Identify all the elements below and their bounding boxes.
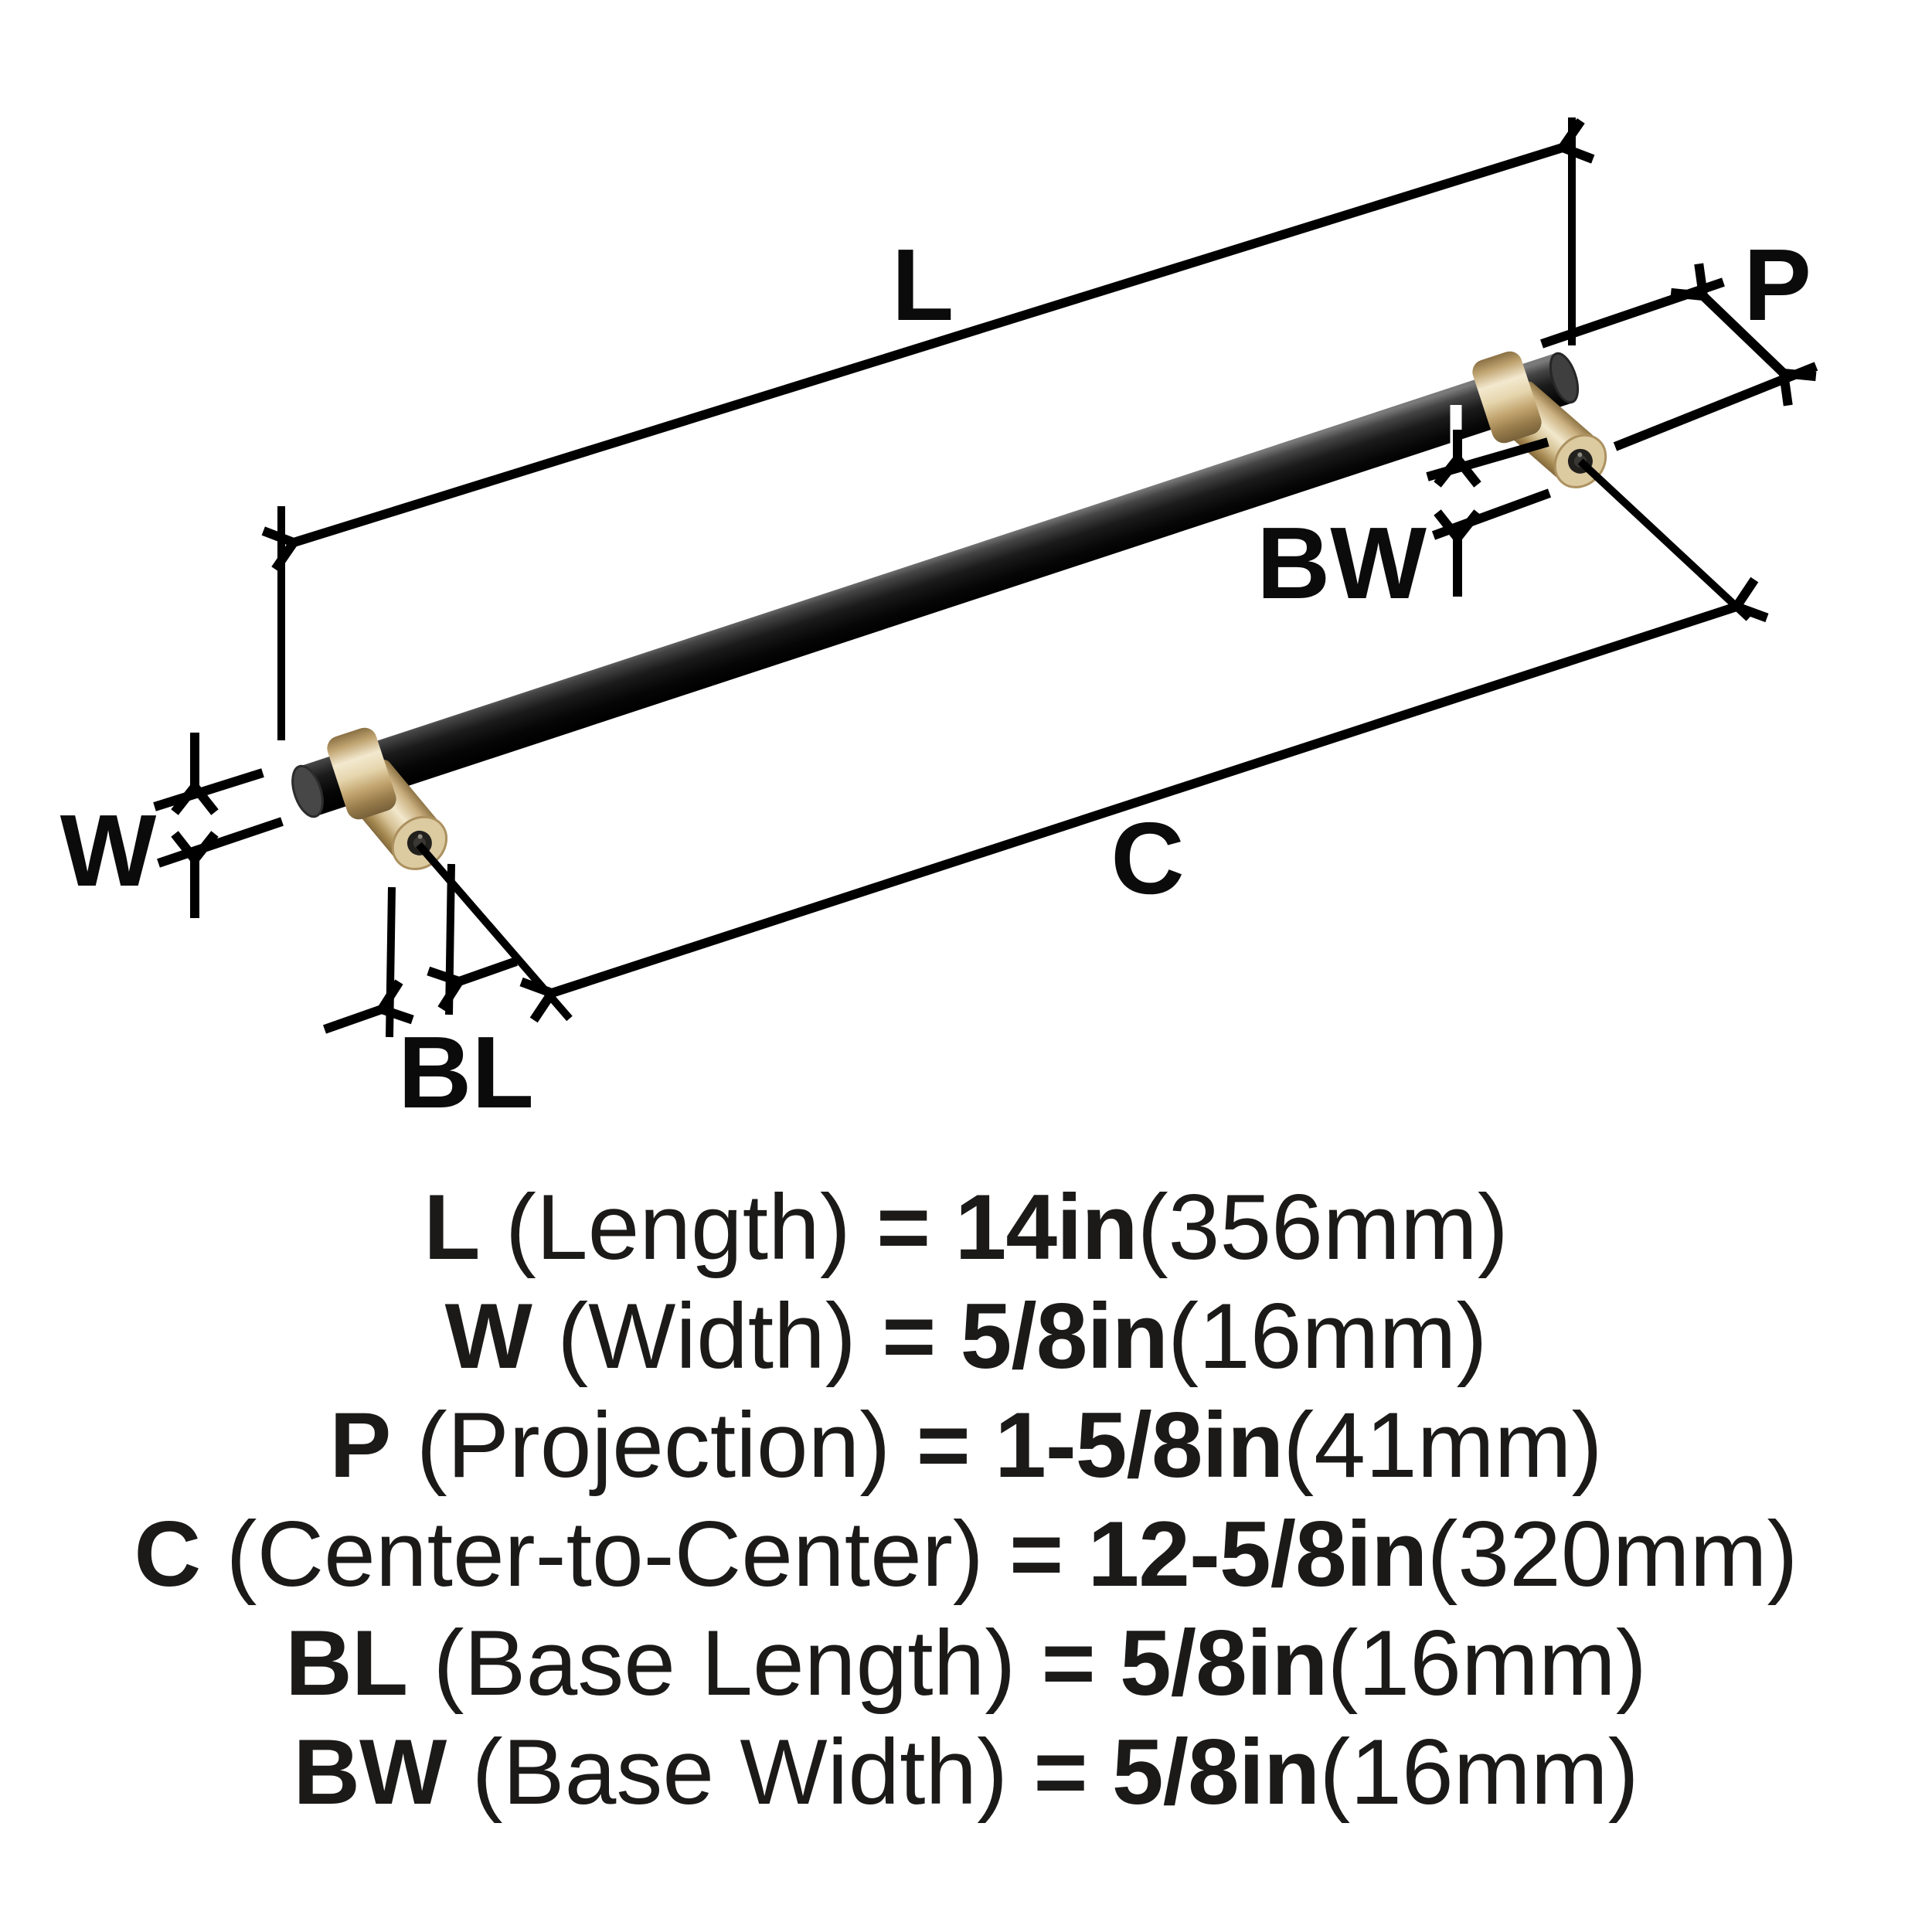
dim-label-p: P [1743,228,1811,342]
w-tick-upper [153,768,264,811]
dim-projection: P [1540,228,1818,451]
dim-width: W [60,733,284,918]
spec-metric: (41mm) [1283,1393,1603,1497]
spec-name: (Projection) [416,1393,891,1497]
spec-letter: P [329,1393,391,1497]
c-leader-right [1577,458,1752,621]
bl-arrow-right [427,957,518,1012]
spec-letter: BL [285,1611,408,1715]
spec-metric: (16mm) [1319,1720,1639,1824]
dim-base-length: BL [323,863,534,1129]
dim-base-width: BW [1257,405,1552,620]
spec-metric: (16mm) [1168,1284,1488,1388]
spec-value: = 5/8in [882,1284,1168,1388]
spec-value: = 14in [876,1175,1138,1279]
dim-label-bl: BL [398,1015,534,1129]
l-dimension-line [261,117,1595,573]
spec-letter: BW [293,1720,447,1824]
spec-line-width: W (Width) = 5/8in(16mm) [0,1282,1932,1391]
bw-tick-lower [1431,488,1552,540]
spec-value: = 5/8in [1033,1720,1320,1824]
c-leader-left [416,842,573,1022]
spec-name: (Width) [557,1284,856,1388]
spec-value: = 5/8in [1041,1611,1328,1715]
bw-tick-upper [1426,437,1549,481]
spec-value: = 1-5/8in [916,1393,1284,1497]
c-dimension-line [519,577,1769,1023]
dim-label-bw: BW [1257,506,1427,620]
left-collar [327,727,396,820]
spec-line-length: L (Length) = 14in(356mm) [0,1173,1932,1282]
spec-metric: (16mm) [1327,1611,1647,1715]
spec-value: = 12-5/8in [1009,1502,1427,1606]
spec-name: (Base Length) [433,1611,1016,1715]
bl-ext-line-right [445,863,455,1015]
spec-block: L (Length) = 14in(356mm) W (Width) = 5/8… [0,1173,1932,1827]
p-dimension-arrow [1670,263,1817,406]
spec-metric: (320mm) [1427,1502,1798,1606]
left-screw-glint [417,834,423,839]
spec-letter: W [444,1284,532,1388]
spec-name: (Center-to-Center) [226,1502,984,1606]
bl-arrow-left [323,979,414,1034]
spec-letter: C [134,1502,201,1606]
dim-label-c: C [1111,801,1184,915]
p-ext-line-lower [1613,362,1818,451]
bar-left-cap [291,764,324,818]
spec-line-projection: P (Projection) = 1-5/8in(41mm) [0,1391,1932,1500]
w-tick-lower [157,817,284,868]
spec-line-base-length: BL (Base Length) = 5/8in(16mm) [0,1609,1932,1718]
dim-length: L [261,117,1595,740]
spec-line-base-width: BW (Base Width) = 5/8in(16mm) [0,1718,1932,1827]
bl-ext-line-left [386,886,396,1038]
dim-label-l: L [892,228,954,342]
dim-label-w: W [60,794,157,907]
dim-center-to-center: C [416,458,1769,1023]
spec-metric: (356mm) [1137,1175,1509,1279]
left-collar-ring [327,727,396,820]
spec-name: (Base Width) [471,1720,1009,1824]
spec-letter: L [423,1175,480,1279]
spec-line-center-to-center: C (Center-to-Center) = 12-5/8in(320mm) [0,1500,1932,1609]
spec-name: (Length) [505,1175,851,1279]
